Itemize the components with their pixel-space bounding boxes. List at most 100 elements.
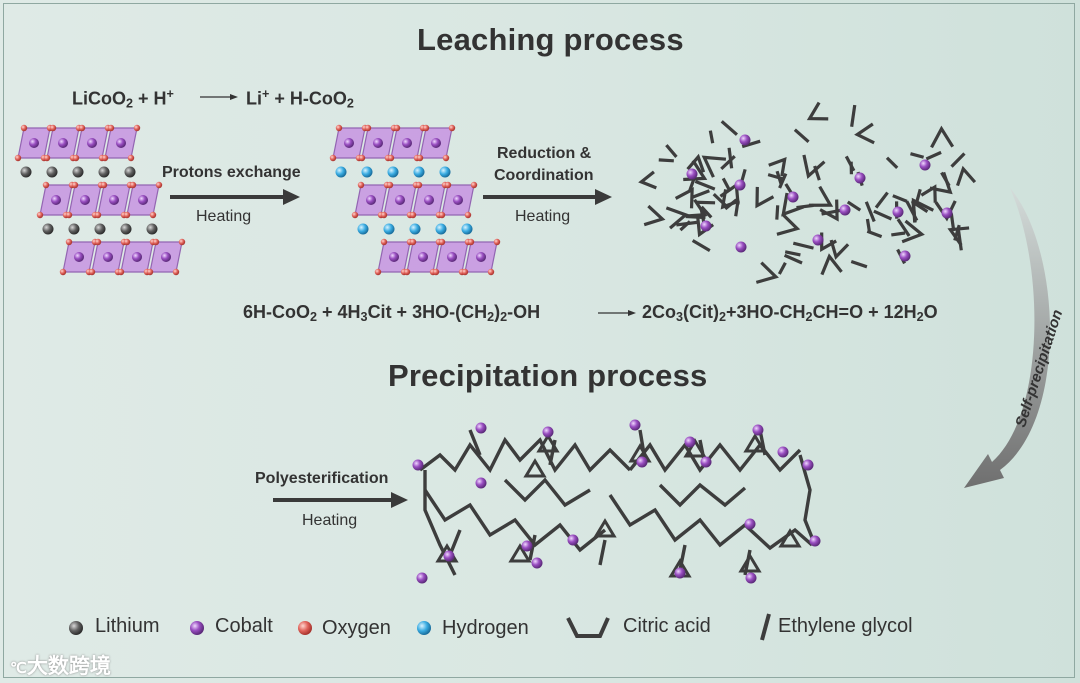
oxygen-atom <box>415 181 423 189</box>
polymer-chain <box>418 436 632 474</box>
oxygen-atom <box>78 124 86 132</box>
oxygen-atom <box>403 268 411 276</box>
ethylene-glycol-unit <box>720 154 736 171</box>
step1-condition: Heating <box>196 208 252 225</box>
oxygen-atom <box>448 124 456 132</box>
ethylene-glycol-unit <box>844 155 856 172</box>
step-reduction-line1: Reduction & <box>497 145 592 162</box>
oxygen-icon <box>298 621 312 635</box>
ethylene-glycol-unit <box>892 194 908 203</box>
ethylene-glycol-unit <box>874 191 889 209</box>
oxygen-atom <box>100 181 108 189</box>
ethylene-glycol-unit <box>910 152 925 159</box>
cobalt-atom <box>344 138 354 148</box>
cobalt-atom <box>787 191 799 203</box>
cobalt-atom <box>475 477 487 489</box>
watermark-logo: ℃大数跨境 <box>10 655 111 678</box>
polyester-network <box>412 419 821 584</box>
citric-acid-unit <box>683 438 707 458</box>
cobalt-icon <box>190 621 204 635</box>
cobalt-citrate-glycol-complex <box>638 101 977 284</box>
oxygen-atom <box>374 268 382 276</box>
lithium-atom <box>72 166 84 178</box>
oxygen-atom <box>386 181 394 189</box>
citric-acid-unit <box>854 122 875 145</box>
oxygen-atom <box>464 211 472 219</box>
cobalt-atom <box>812 234 824 246</box>
reduction-arrowhead <box>595 189 612 205</box>
cobalt-atom <box>531 557 543 569</box>
ethylene-glycol-unit <box>741 139 761 149</box>
lithium-atom <box>98 166 110 178</box>
ethylene-glycol-unit <box>720 120 739 136</box>
oxygen-atom <box>59 268 67 276</box>
cobalt-atom <box>29 138 39 148</box>
oxygen-atom <box>380 211 388 219</box>
oxygen-atom <box>329 154 337 162</box>
step2-condition: Heating <box>515 208 571 225</box>
oxygen-atom <box>416 154 424 162</box>
ethylene-glycol-unit <box>896 218 911 237</box>
cobalt-atom <box>51 195 61 205</box>
citric-acid-unit <box>643 204 666 227</box>
ethylene-glycol-unit <box>708 130 715 144</box>
lithium-icon <box>69 621 83 635</box>
ethylene-glycol-unit <box>712 192 728 208</box>
citric-acid-unit <box>523 458 547 478</box>
step-protons-exchange: Protons exchange <box>162 164 301 181</box>
ethylene-glycol-unit <box>665 144 678 158</box>
ethylene-glycol-unit <box>911 200 929 214</box>
oxygen-atom <box>20 124 28 132</box>
h-coo2-layered-structure <box>329 124 501 276</box>
citric-acid-unit <box>930 125 955 149</box>
oxygen-atom <box>94 238 102 246</box>
ethylene-glycol-unit <box>850 104 857 127</box>
lithium-atom <box>68 223 80 235</box>
cobalt-atom <box>899 250 911 262</box>
cobalt-atom <box>892 206 904 218</box>
cobalt-atom <box>802 459 814 471</box>
ethylene-glycol-unit <box>850 260 868 269</box>
cobalt-atom <box>389 252 399 262</box>
self-precipitation-arrow <box>964 188 1051 488</box>
oxygen-atom <box>364 124 372 132</box>
ethylene-glycol-unit <box>691 239 711 252</box>
oxygen-atom <box>101 154 109 162</box>
polymer-chain <box>423 454 817 576</box>
cobalt-atom <box>567 534 579 546</box>
oxygen-atom <box>94 211 102 219</box>
cobalt-atom <box>87 138 97 148</box>
oxygen-atom <box>470 181 478 189</box>
cobalt-atom <box>744 518 756 530</box>
citric-acid-unit <box>674 186 694 209</box>
step3-condition: Heating <box>302 512 358 529</box>
polyesterification-arrowhead <box>391 492 408 508</box>
legend-hydrogen: Hydrogen <box>442 617 529 639</box>
cobalt-atom <box>431 138 441 148</box>
figure-border <box>3 3 1075 678</box>
oxygen-atom <box>178 238 186 246</box>
hydrogen-atom <box>413 166 425 178</box>
oxygen-atom <box>487 268 495 276</box>
oxygen-atom <box>133 124 141 132</box>
oxygen-atom <box>335 124 343 132</box>
cobalt-atom <box>839 204 851 216</box>
cobalt-atom <box>809 535 821 547</box>
ethylene-glycol-unit <box>885 156 899 170</box>
cobalt-atom <box>109 195 119 205</box>
oxygen-atom <box>409 211 417 219</box>
cobalt-atom <box>700 456 712 468</box>
cobalt-atom <box>735 241 747 253</box>
polymer-chain <box>608 494 814 551</box>
polymer-chain <box>628 442 802 473</box>
hydrogen-atom <box>383 223 395 235</box>
citric-acid-unit <box>701 155 727 178</box>
ethylene-glycol-unit <box>949 213 956 232</box>
lithium-atom <box>20 166 32 178</box>
cobalt-atom <box>745 572 757 584</box>
cobalt-atom <box>80 195 90 205</box>
ethylene-glycol-unit <box>734 200 740 217</box>
oxygen-atom <box>71 181 79 189</box>
legend-ethylene-glycol: Ethylene glycol <box>778 615 913 637</box>
oxygen-atom <box>14 154 22 162</box>
